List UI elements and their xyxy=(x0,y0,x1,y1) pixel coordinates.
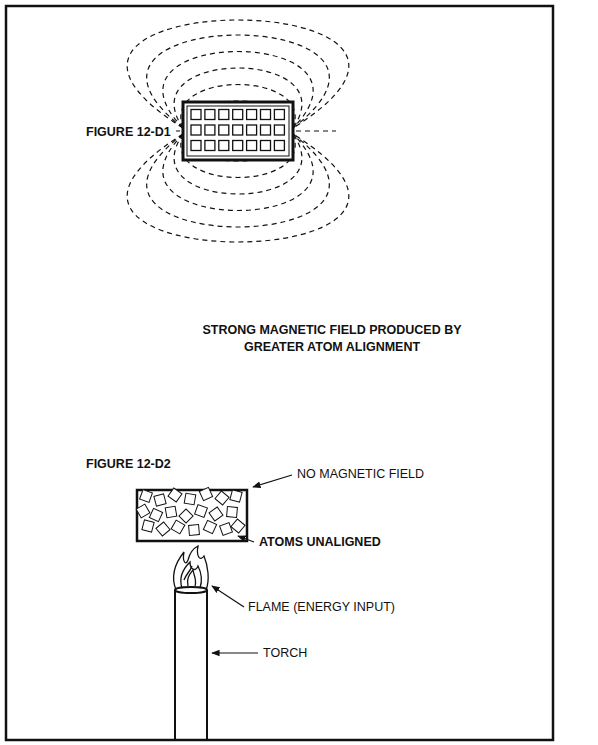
flame xyxy=(174,546,209,590)
leader-arrows xyxy=(212,475,292,653)
figure-number: FIGURE 12-D1 xyxy=(84,124,173,140)
unmagnetized-bar xyxy=(137,490,247,541)
unaligned-atoms xyxy=(136,487,245,536)
aligned-atoms xyxy=(191,110,284,151)
figure-caption: STRONG MAGNETIC FIELD PRODUCED BY GREATE… xyxy=(170,322,494,356)
figure-number: FIGURE 12-D2 xyxy=(84,456,173,472)
torch-body xyxy=(175,587,207,740)
magnet-inner xyxy=(187,106,289,156)
frame xyxy=(6,6,553,740)
callout-label: ATOMS UNALIGNED xyxy=(257,534,383,550)
magnet-bar xyxy=(183,102,293,160)
callout-label: FLAME (ENERGY INPUT) xyxy=(246,599,397,615)
callout-label: TORCH xyxy=(261,645,309,661)
callout-label: NO MAGNETIC FIELD xyxy=(295,466,426,482)
